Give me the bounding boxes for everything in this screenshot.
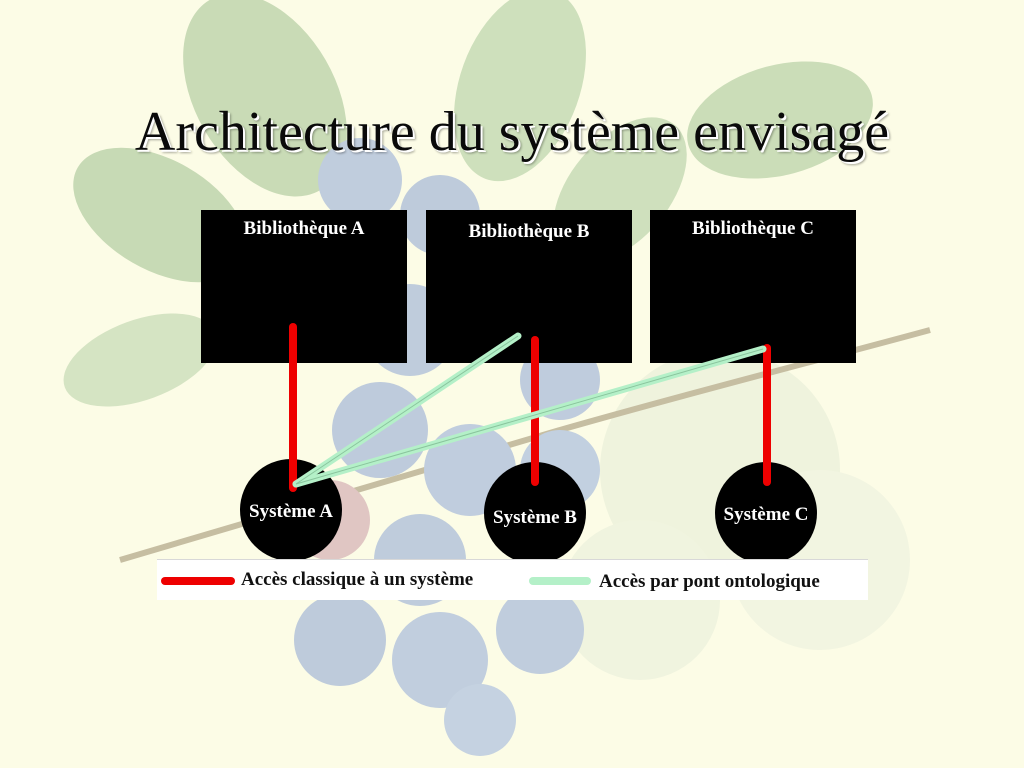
- berry-shape: [318, 138, 402, 222]
- berry-shape: [496, 586, 584, 674]
- flower-cluster: [560, 520, 720, 680]
- system-node-b: Système B: [484, 462, 586, 564]
- leaf-shape: [183, 0, 347, 197]
- system-label-b: Système B: [493, 507, 577, 528]
- library-label-c: Bibliothèque C: [692, 218, 814, 239]
- leaf-shape: [454, 0, 586, 182]
- library-label-a: Bibliothèque A: [243, 218, 365, 239]
- berry-shape: [332, 382, 428, 478]
- legend-label-classic: Accès classique à un système: [241, 569, 474, 590]
- system-node-c: Système C: [715, 462, 817, 564]
- leaf-shape: [687, 61, 873, 179]
- library-label-b: Bibliothèque B: [468, 221, 590, 242]
- legend: Accès classique à un système Accès par p…: [157, 559, 868, 600]
- system-label-a: Système A: [249, 501, 333, 522]
- library-box-b: Bibliothèque B: [426, 210, 632, 363]
- library-box-c: Bibliothèque C: [650, 210, 856, 363]
- legend-swatch-classic: [161, 577, 235, 585]
- berry-shape: [392, 612, 488, 708]
- library-box-a: Bibliothèque A: [201, 210, 407, 363]
- berry-shape: [444, 684, 516, 756]
- legend-label-bridge: Accès par pont ontologique: [599, 571, 820, 592]
- legend-swatch-bridge: [529, 577, 591, 585]
- berry-shape: [294, 594, 386, 686]
- slide-title: Architecture du système envisagé: [134, 101, 890, 163]
- leaf-shape: [63, 313, 217, 407]
- system-node-a: Système A: [240, 459, 342, 561]
- system-label-c: Système C: [723, 504, 809, 525]
